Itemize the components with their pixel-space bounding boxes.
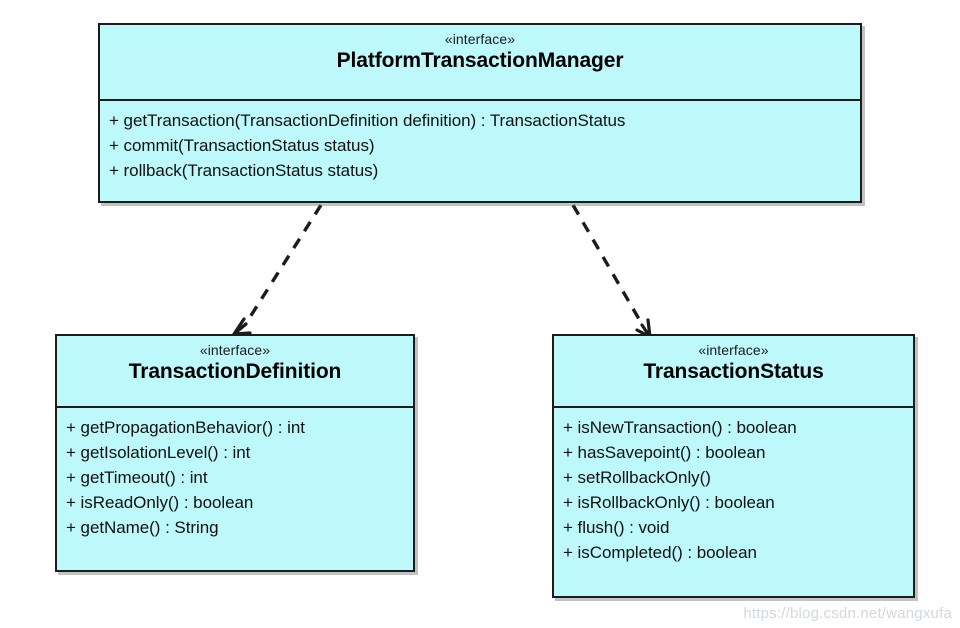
class-members-compartment: + getPropagationBehavior() : int + getIs…: [57, 408, 413, 548]
class-title: TransactionStatus: [643, 360, 824, 383]
class-member: + getTimeout() : int: [66, 468, 208, 487]
dependency-manager-to-status: [571, 204, 652, 339]
dependency-line-left: [243, 204, 323, 326]
class-member: + rollback(TransactionStatus status): [109, 161, 379, 180]
uml-class-transaction-status[interactable]: «interface» TransactionStatus + isNewTra…: [552, 334, 915, 598]
class-header: «interface» PlatformTransactionManager: [100, 25, 860, 101]
uml-class-transaction-definition[interactable]: «interface» TransactionDefinition + getP…: [55, 334, 415, 572]
class-member: + getIsolationLevel() : int: [66, 443, 251, 462]
class-member: + hasSavepoint() : boolean: [563, 443, 766, 462]
class-member: + commit(TransactionStatus status): [109, 136, 375, 155]
class-header: «interface» TransactionDefinition: [57, 336, 413, 408]
class-stereotype: «interface»: [698, 342, 769, 358]
class-member: + isRollbackOnly() : boolean: [563, 493, 775, 512]
class-member: + getName() : String: [66, 518, 219, 537]
open-arrowhead-left: [232, 317, 252, 336]
class-member: + getPropagationBehavior() : int: [66, 418, 305, 437]
dependency-manager-to-definition: [232, 204, 323, 336]
class-stereotype: «interface»: [444, 31, 516, 47]
class-title: TransactionDefinition: [128, 360, 342, 383]
class-members-compartment: + getTransaction(TransactionDefinition d…: [100, 101, 860, 201]
uml-class-platform-transaction-manager[interactable]: «interface» PlatformTransactionManager +…: [98, 23, 862, 203]
class-member: + isReadOnly() : boolean: [66, 493, 254, 512]
class-header: «interface» TransactionStatus: [554, 336, 913, 408]
source-watermark: https://blog.csdn.net/wangxufa: [743, 605, 952, 622]
class-member: + getTransaction(TransactionDefinition d…: [109, 111, 626, 130]
class-member: + isNewTransaction() : boolean: [563, 418, 797, 437]
class-member: + flush() : void: [563, 518, 670, 537]
class-member: + setRollbackOnly(): [563, 468, 711, 487]
dependency-line-right: [571, 204, 645, 327]
class-member: + isCompleted() : boolean: [563, 543, 757, 562]
class-stereotype: «interface»: [199, 342, 271, 358]
class-title: PlatformTransactionManager: [336, 49, 624, 72]
class-members-compartment: + isNewTransaction() : boolean + hasSave…: [554, 408, 913, 573]
